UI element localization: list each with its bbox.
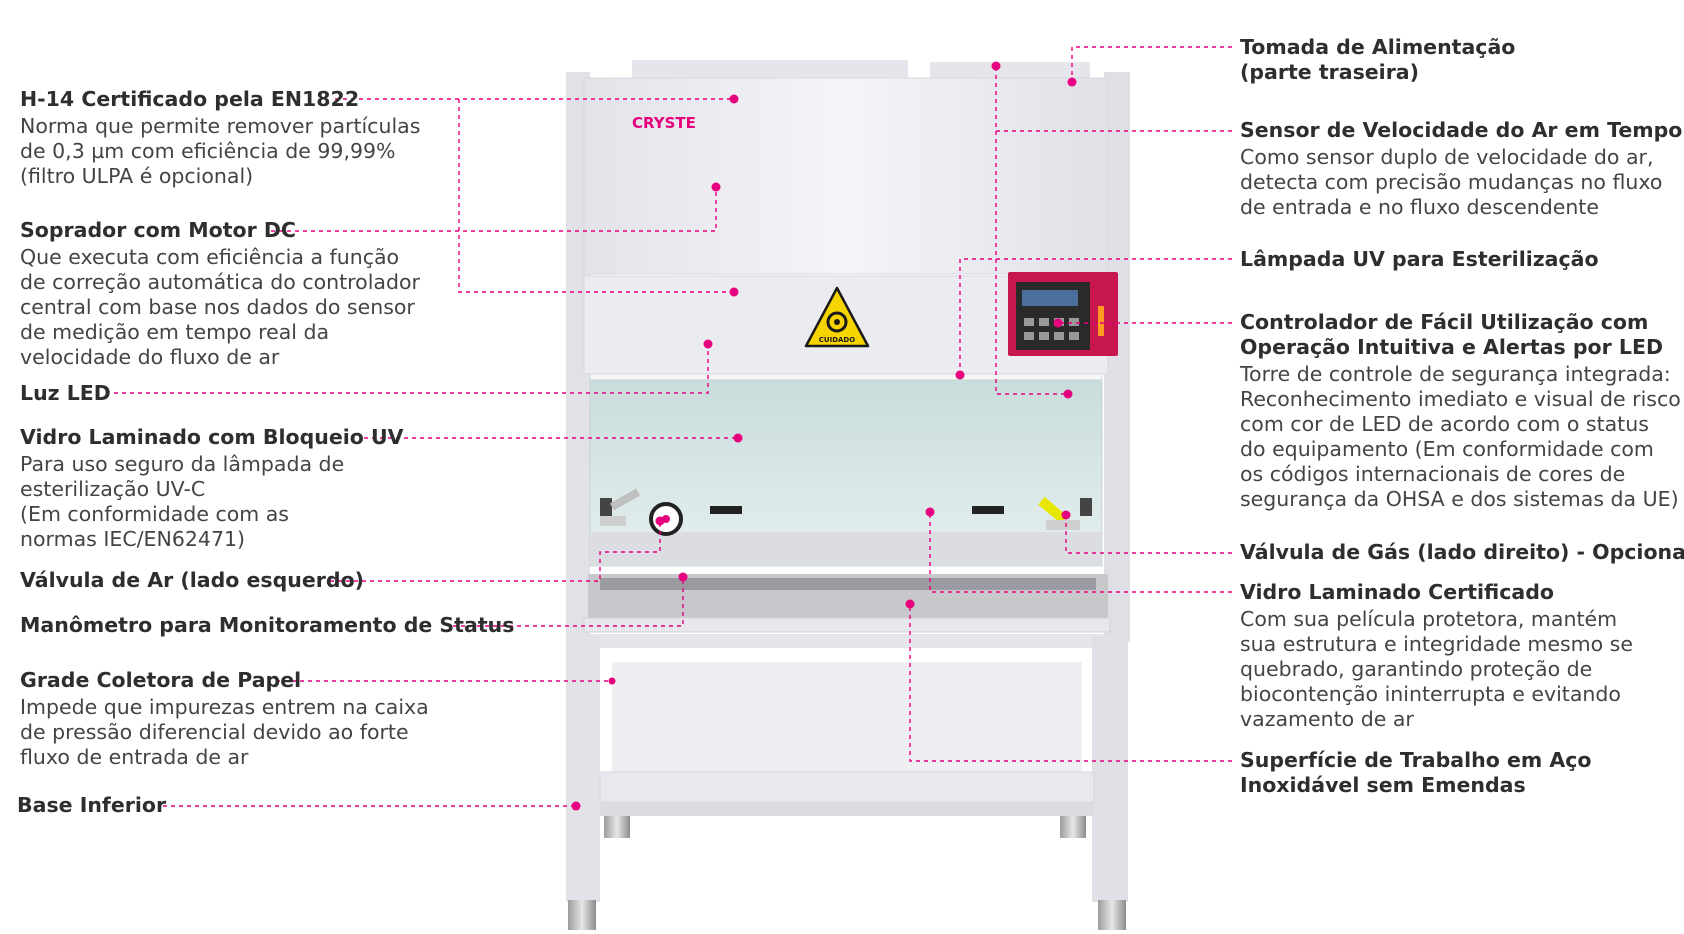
base-stand-top-rail (590, 634, 1104, 648)
label-title-line2: Operação Intuitiva e Alertas por LED (1240, 335, 1663, 359)
sash-slot-left (710, 506, 742, 514)
label-title: Soprador com Motor DC (20, 218, 296, 242)
sash-slot-right (972, 506, 1004, 514)
base-stand-lower-rail (600, 802, 1094, 816)
label-gas-valve: Válvula de Gás (lado direito) - Opcional (1240, 540, 1684, 565)
label-title: Tomada de Alimentação (1240, 35, 1516, 59)
label-description: Impede que impurezas entrem na caixa de … (20, 695, 429, 769)
air-valve-left-icon (600, 488, 640, 526)
label-air-valve: Válvula de Ar (lado esquerdo) (20, 568, 364, 593)
dot-work-surface (905, 599, 915, 609)
dot-hepa-filter-lower (729, 287, 739, 297)
label-blower-motor: Soprador com Motor DC Que executa com ef… (20, 218, 420, 370)
dot-gas-valve (1061, 510, 1071, 520)
dot-manometer (678, 572, 688, 582)
label-uv-glass: Vidro Laminado com Bloqueio UV Para uso … (20, 425, 404, 552)
biohazard-warning-icon: CUIDADO (804, 286, 870, 348)
label-manometer: Manômetro para Monitoramento de Status (20, 613, 514, 638)
cabinet-top-box-left (632, 60, 908, 82)
label-title: Vidro Laminado com Bloqueio UV (20, 425, 404, 449)
dot-base (571, 801, 581, 811)
callout-lines (114, 46, 1232, 807)
dot-led-light (703, 339, 713, 349)
label-description: Que executa com eficiência a função de c… (20, 245, 420, 369)
dot-air-sensor-side (1063, 389, 1073, 399)
label-base: Base Inferior (17, 793, 166, 818)
dot-uv-glass (733, 433, 743, 443)
cabinet-top-panel (583, 77, 1109, 275)
label-title: Válvula de Ar (lado esquerdo) (20, 568, 365, 592)
label-title-line2: Inoxidável sem Emendas (1240, 773, 1526, 797)
label-title: Grade Coletora de Papel (20, 668, 302, 692)
label-description: Como sensor duplo de velocidade do ar, d… (1240, 145, 1663, 219)
label-description: Torre de controle de segurança integrada… (1240, 362, 1681, 511)
label-description: Com sua película protetora, mantém sua e… (1240, 607, 1633, 731)
label-title: Manômetro para Monitoramento de Status (20, 613, 515, 637)
label-title: Lâmpada UV para Esterilização (1240, 247, 1599, 271)
dot-air-sensor-top (991, 61, 1001, 71)
base-stand-left-leg (566, 636, 600, 902)
dot-power-socket (1067, 77, 1077, 87)
manometer-gauge-icon (649, 502, 683, 536)
hazard-sign-text: CUIDADO (819, 336, 855, 344)
dot-uv-lamp (955, 370, 965, 380)
dot-blower-motor (711, 182, 721, 192)
caster-foot-left-inner (604, 816, 630, 838)
label-description: Para uso seguro da lâmpada de esteriliza… (20, 452, 345, 551)
label-uv-lamp: Lâmpada UV para Esterilização (1240, 247, 1599, 272)
base-stand-right-leg (1092, 636, 1128, 902)
label-air-sensor: Sensor de Velocidade do Ar em Tempo Real… (1240, 118, 1684, 220)
label-led-light: Luz LED (20, 381, 111, 406)
caster-foot-left (568, 900, 596, 930)
window-inner-frame (590, 532, 1102, 566)
label-controller: Controlador de Fácil Utilização com Oper… (1240, 310, 1681, 512)
caster-foot-right-inner (1060, 816, 1086, 838)
label-title: Válvula de Gás (lado direito) - Opcional (1240, 540, 1684, 564)
dot-controller (1053, 318, 1063, 328)
paper-catch-grille (600, 578, 1096, 590)
label-subtitle: (parte traseira) (1240, 60, 1420, 84)
work-surface-front-edge (583, 617, 1111, 633)
led-light-strip (589, 373, 1103, 381)
dot-paper-grille (608, 677, 616, 685)
label-title: H-14 Certificado pela EN1822 (20, 87, 360, 111)
dot-hepa-filter (729, 94, 739, 104)
label-title: Vidro Laminado Certificado (1240, 580, 1554, 604)
dot-air-valve (655, 516, 665, 526)
label-work-surface: Superfície de Trabalho em Aço Inoxidável… (1240, 748, 1591, 798)
label-title: Sensor de Velocidade do Ar em Tempo Real (1240, 118, 1684, 142)
dot-certified-glass (925, 507, 935, 517)
base-stand-shelf (599, 771, 1095, 803)
gas-valve-right-icon (1038, 496, 1092, 530)
label-title: Base Inferior (17, 793, 167, 817)
label-title: Superfície de Trabalho em Aço (1240, 748, 1592, 772)
label-certified-glass: Vidro Laminado Certificado Com sua pelíc… (1240, 580, 1633, 732)
controller-panel (1008, 272, 1118, 356)
label-hepa-filter: H-14 Certificado pela EN1822 Norma que p… (20, 87, 420, 189)
caster-foot-right (1098, 900, 1126, 930)
callout-dots (571, 61, 1077, 811)
label-title: Controlador de Fácil Utilização com (1240, 310, 1649, 334)
label-paper-grille: Grade Coletora de Papel Impede que impur… (20, 668, 429, 770)
label-description: Norma que permite remover partículas de … (20, 114, 421, 188)
label-power-socket: Tomada de Alimentação (parte traseira) (1240, 35, 1515, 85)
base-stand-back-panel (612, 662, 1082, 774)
cabinet-top-box-right (930, 62, 1090, 82)
brand-logo: CRYSTE (632, 114, 696, 132)
label-title: Luz LED (20, 381, 111, 405)
